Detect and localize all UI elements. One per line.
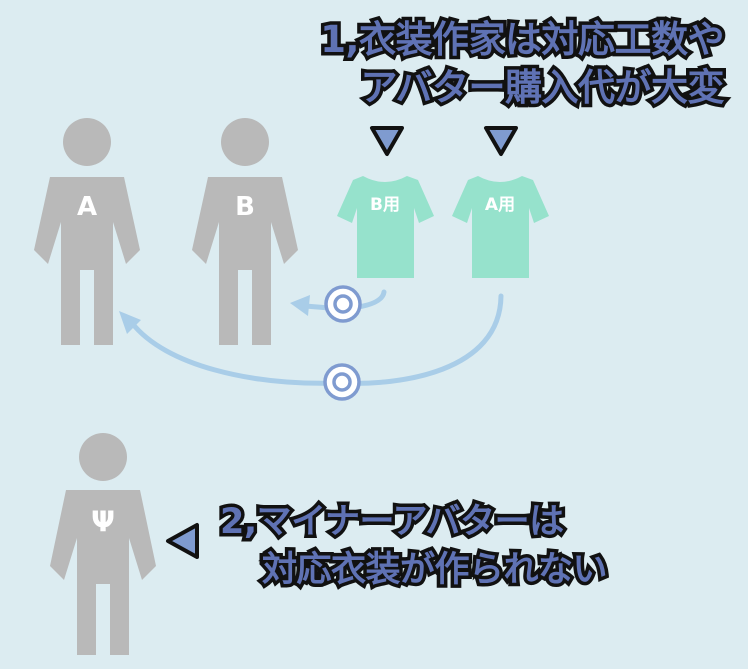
note2-line1: 2,マイナーアバターは xyxy=(216,499,567,546)
avatar-letter-b: B xyxy=(235,192,255,222)
avatar-figure-a: A xyxy=(34,118,140,345)
outfit-label-b: B用 xyxy=(370,195,400,215)
outfit-shirt-a: A用 xyxy=(452,176,549,278)
left-triangle-icon xyxy=(166,523,199,559)
ok-circle-icon xyxy=(324,285,362,323)
note-minor-avatar: 2,マイナーアバターは 対応衣装が作られない xyxy=(216,498,611,594)
outfit-label-a: A用 xyxy=(485,195,515,215)
avatar-figure-b: B xyxy=(192,118,298,345)
avatar-letter-a: A xyxy=(77,192,97,222)
arrow-shirt-a-to-figure-a xyxy=(119,293,504,386)
note1-line2: アバター購入代が大変 xyxy=(357,63,728,113)
note1-line1: 1,衣装作家は対応工数や xyxy=(317,15,728,65)
avatar-letter-psi: Ψ xyxy=(91,506,115,539)
avatar-figure-psi: Ψ xyxy=(50,433,156,655)
note2-line2: 対応衣装が作られない xyxy=(258,547,611,594)
ok-circle-icon xyxy=(323,363,361,401)
note-outfit-maker-burden: 1,衣装作家は対応工数や アバター購入代が大変 xyxy=(317,15,728,113)
down-triangle-icon xyxy=(484,126,518,156)
outfit-shirt-b: B用 xyxy=(337,176,434,278)
down-triangle-icon xyxy=(370,126,404,156)
